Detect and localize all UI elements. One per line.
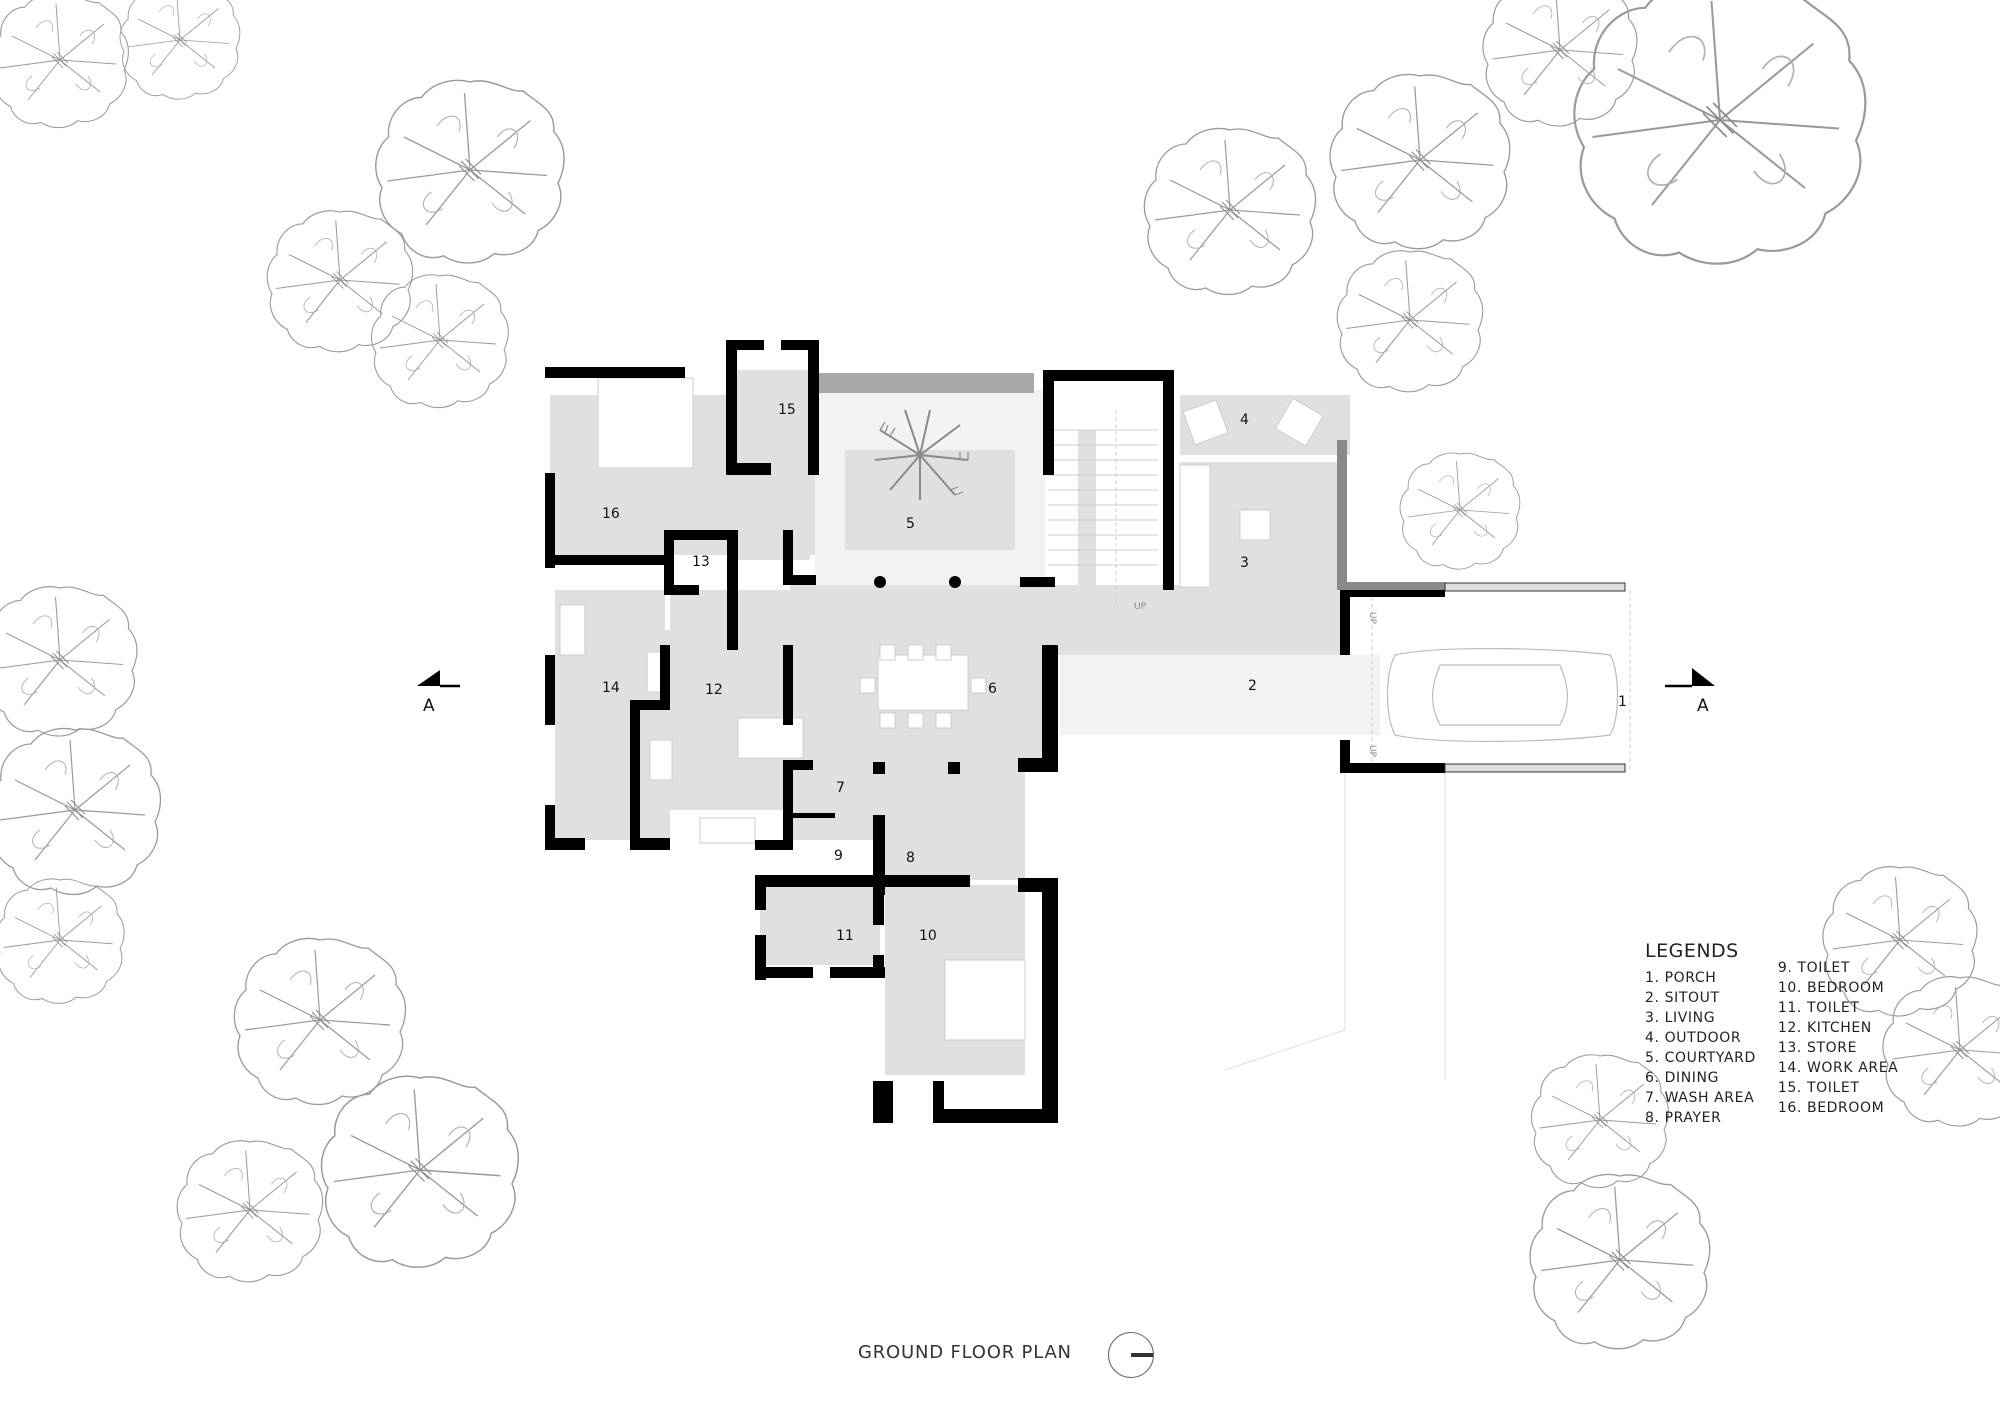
legend-item: 3. LIVING bbox=[1645, 1010, 1716, 1026]
step-up-label-bottom: UP bbox=[1367, 745, 1377, 758]
legend-column-2: 9. TOILET 10. BEDROOM 11. TOILET 12. KIT… bbox=[1778, 958, 1898, 1128]
room-5-label: 5 bbox=[906, 516, 915, 532]
room-8-label: 8 bbox=[906, 850, 915, 866]
room-7-label: 7 bbox=[836, 780, 845, 796]
section-label-right: A bbox=[1697, 696, 1709, 716]
legend-item: 6. DINING bbox=[1645, 1070, 1720, 1086]
room-4-label: 4 bbox=[1240, 412, 1249, 428]
porch-outline bbox=[1371, 590, 1631, 770]
column bbox=[874, 576, 886, 588]
column bbox=[949, 576, 961, 588]
stair-up-label: UP bbox=[1134, 602, 1147, 612]
legend-item: 14. WORK AREA bbox=[1777, 1060, 1899, 1076]
legend-item: 16. BEDROOM bbox=[1777, 1100, 1885, 1116]
room-14-label: 14 bbox=[602, 680, 620, 696]
walls bbox=[545, 340, 1445, 1123]
legend-item: 5. COURTYARD bbox=[1645, 1050, 1756, 1066]
low-wall bbox=[1337, 440, 1347, 590]
room-11-label: 11 bbox=[836, 928, 854, 944]
room-12-label: 12 bbox=[705, 682, 723, 698]
legend-item: 1. PORCH bbox=[1645, 970, 1717, 986]
section-marker-right-icon bbox=[1665, 668, 1715, 688]
room-15-label: 15 bbox=[778, 402, 796, 418]
room-10-label: 10 bbox=[919, 928, 937, 944]
room-6-label: 6 bbox=[988, 681, 997, 697]
palm-tree-icon bbox=[874, 409, 969, 500]
step-up-label-top: UP bbox=[1367, 612, 1377, 625]
furniture bbox=[559, 377, 1324, 1041]
legend-item: 11. TOILET bbox=[1777, 1000, 1860, 1016]
floor-areas bbox=[550, 370, 1380, 1075]
dining-chairs bbox=[859, 644, 987, 729]
room-16-label: 16 bbox=[602, 506, 620, 522]
room-9-label: 9 bbox=[834, 848, 843, 864]
north-arrow-icon bbox=[1108, 1332, 1154, 1378]
room-1-label: 1 bbox=[1618, 694, 1627, 710]
legend-item: 8. PRAYER bbox=[1645, 1110, 1722, 1126]
legend-item: 10. BEDROOM bbox=[1777, 980, 1885, 996]
courtyard-stone-edge bbox=[818, 373, 1034, 393]
car-icon bbox=[1386, 647, 1619, 743]
legend-item: 4. OUTDOOR bbox=[1645, 1030, 1742, 1046]
legend-item: 12. KITCHEN bbox=[1777, 1020, 1872, 1036]
room-numbers: 1 2 3 4 5 6 7 8 9 10 11 12 13 14 15 16 bbox=[602, 402, 1627, 944]
porch-parapet bbox=[1444, 763, 1626, 773]
section-marker-left-icon bbox=[417, 670, 460, 688]
legend-column-1: 1. PORCH 2. SITOUT 3. LIVING 4. OUTDOOR … bbox=[1645, 968, 1756, 1128]
drawing-title: GROUND FLOOR PLAN bbox=[858, 1342, 1072, 1363]
legend-item: 9. TOILET bbox=[1777, 960, 1850, 976]
room-3-label: 3 bbox=[1240, 555, 1249, 571]
section-label-left: A bbox=[423, 696, 435, 716]
porch-parapet bbox=[1444, 582, 1626, 592]
legend-item: 15. TOILET bbox=[1777, 1080, 1860, 1096]
legend-item: 13. STORE bbox=[1777, 1040, 1858, 1056]
legend-heading: LEGENDS bbox=[1645, 940, 1739, 962]
legend-item: 7. WASH AREA bbox=[1645, 1090, 1755, 1106]
staircase bbox=[1048, 385, 1158, 606]
room-2-label: 2 bbox=[1248, 678, 1257, 694]
legend-item: 2. SITOUT bbox=[1645, 990, 1720, 1006]
low-wall bbox=[1345, 582, 1445, 590]
legend: LEGENDS 1. PORCH 2. SITOUT 3. LIVING 4. … bbox=[1645, 940, 1965, 1128]
room-13-label: 13 bbox=[692, 554, 710, 570]
